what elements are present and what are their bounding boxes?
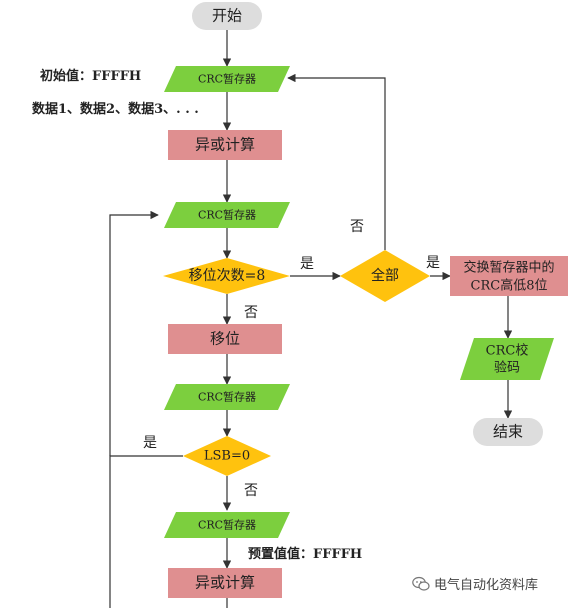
register-label-3: CRC暂存器 bbox=[197, 390, 257, 404]
lsb-label: LSB=0 bbox=[203, 448, 251, 464]
shift-no-label: 否 bbox=[244, 305, 258, 321]
register-node-1 bbox=[164, 66, 290, 92]
xor-node-2 bbox=[168, 568, 282, 598]
crc-output-node bbox=[460, 338, 554, 380]
watermark: 电气自动化资料库 bbox=[412, 574, 538, 593]
data-list-annotation: 数据1、数据2、数据3、. . . bbox=[32, 102, 199, 117]
register-label-2: CRC暂存器 bbox=[197, 208, 257, 222]
start-node bbox=[192, 2, 262, 30]
shift-node bbox=[168, 324, 282, 354]
lsb-yes-label: 是 bbox=[143, 435, 157, 451]
register-label-1: CRC暂存器 bbox=[197, 72, 257, 86]
shift-label: 移位 bbox=[209, 329, 241, 348]
swap-bytes-node bbox=[450, 256, 568, 296]
edge-loop-back-reg2 bbox=[109, 210, 159, 456]
register-node-3 bbox=[164, 384, 290, 410]
swap-label-line1: 交换暂存器中的 bbox=[463, 260, 555, 276]
all-done-decision bbox=[340, 250, 430, 302]
lsb-no-label: 否 bbox=[244, 483, 258, 499]
init-value-annotation: 初始值：FFFFH bbox=[40, 69, 142, 84]
xor-label-2: 异或计算 bbox=[194, 573, 256, 592]
end-label: 结束 bbox=[492, 422, 524, 441]
xor-label-1: 异或计算 bbox=[194, 135, 256, 154]
connectors bbox=[109, 30, 513, 608]
shift-count-decision bbox=[163, 258, 290, 294]
wechat-icon bbox=[412, 576, 430, 591]
all-done-label: 全部 bbox=[371, 268, 399, 284]
all-yes-label: 是 bbox=[426, 255, 440, 271]
start-label: 开始 bbox=[211, 6, 243, 25]
lsb-decision bbox=[183, 436, 271, 476]
watermark-text: 电气自动化资料库 bbox=[434, 578, 539, 593]
crc-output-label-line1: CRC校 bbox=[485, 343, 529, 359]
register-node-4 bbox=[164, 512, 290, 538]
edge-all-no-up bbox=[287, 73, 386, 250]
shift-yes-label: 是 bbox=[300, 256, 314, 272]
end-node bbox=[473, 418, 543, 446]
register-label-4: CRC暂存器 bbox=[197, 518, 257, 532]
shift-count-label: 移位次数=8 bbox=[188, 268, 266, 284]
xor-node-1 bbox=[168, 130, 282, 160]
preset-value-annotation: 预置值值：FFFFH bbox=[248, 547, 363, 562]
register-node-2 bbox=[164, 202, 290, 228]
all-no-label: 否 bbox=[350, 219, 364, 235]
swap-label-line2: CRC高低8位 bbox=[470, 278, 548, 294]
crc-output-label-line2: 验码 bbox=[493, 360, 521, 376]
